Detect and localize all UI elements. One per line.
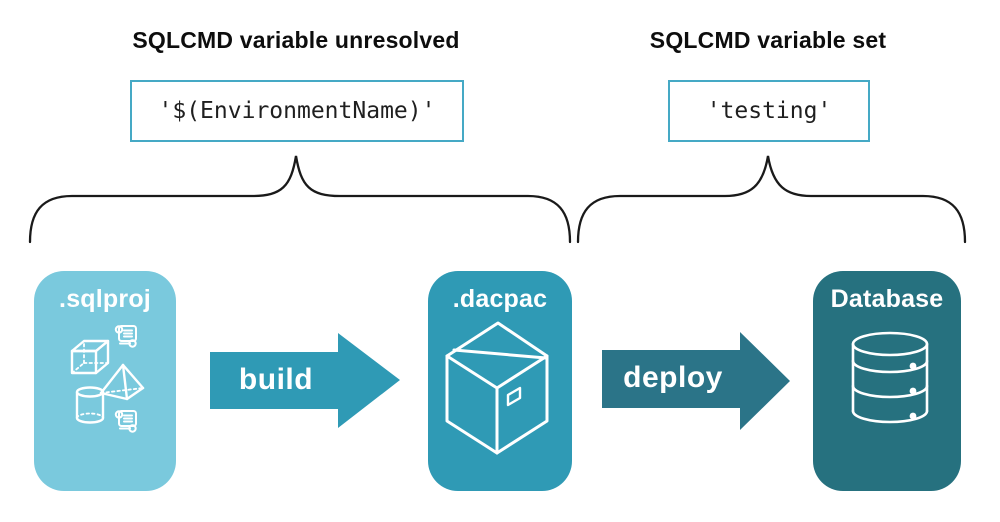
set-code-box: 'testing' [668,80,870,142]
left-brace [28,155,572,244]
build-arrow-label: build [238,363,314,396]
scroll-icon [114,325,137,348]
unresolved-heading: SQLCMD variable unresolved [132,27,460,53]
set-code-text: 'testing' [706,98,832,124]
database-icon [851,331,929,424]
sql-objects-icon [70,325,145,433]
package-icon [445,321,549,455]
right-brace [576,155,967,244]
sqlproj-node: .sqlproj [34,271,176,491]
dacpac-node: .dacpac [428,271,572,491]
database-node: Database [813,271,961,491]
set-heading: SQLCMD variable set [649,27,887,53]
deploy-arrow-label: deploy [623,361,723,394]
cube-icon [70,339,110,375]
pyramid-icon [99,363,145,401]
database-node-label: Database [830,285,944,313]
scroll-icon [114,410,137,433]
sqlproj-node-label: .sqlproj [59,285,151,313]
cylinder-icon [75,386,105,424]
deploy-arrow [602,332,790,430]
unresolved-code-box: '$(EnvironmentName)' [130,80,464,142]
dacpac-node-label: .dacpac [452,285,548,313]
build-arrow [210,333,400,428]
unresolved-code-text: '$(EnvironmentName)' [158,98,436,124]
